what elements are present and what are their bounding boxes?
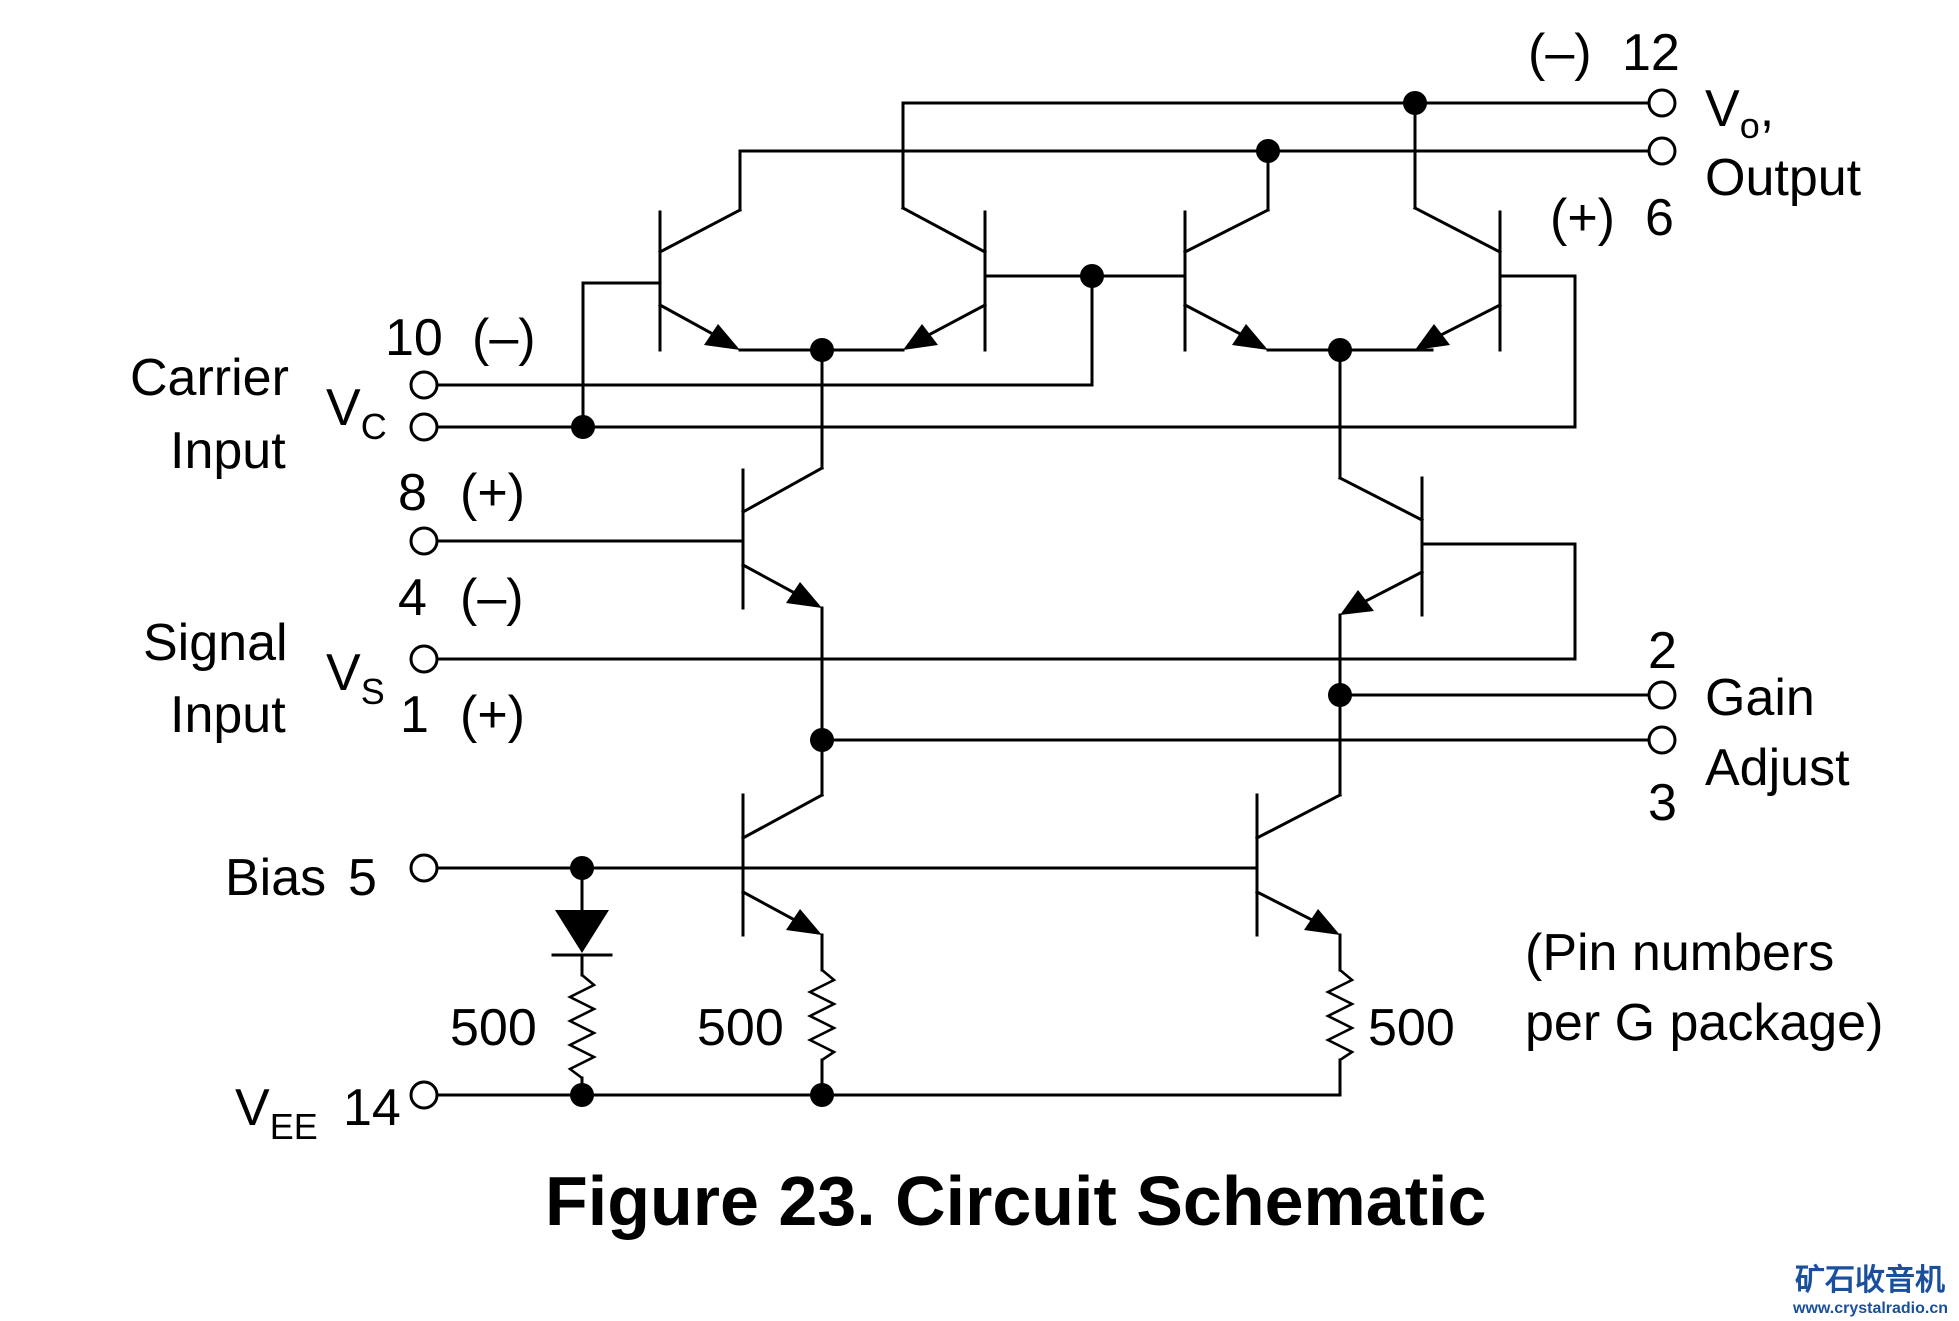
vc-label: VC (326, 379, 387, 447)
pin-5-number: 5 (348, 849, 377, 907)
wires (436, 101, 1650, 1097)
pin-note-line-1: (Pin numbers (1525, 924, 1834, 982)
pin-8-polarity: (+) (460, 464, 525, 522)
transistor-q8 (1254, 792, 1343, 937)
vo-label: Vo, (1705, 80, 1774, 146)
bias-label: Bias (225, 849, 326, 907)
pin-3-number: 3 (1648, 774, 1677, 832)
pin-4-terminal (409, 644, 439, 674)
resistor-r2 (807, 969, 837, 1062)
watermark-chinese: 矿石收音机 (1795, 1263, 1945, 1298)
diode (551, 910, 613, 957)
resistor-r1-value: 500 (450, 999, 537, 1057)
pin-14-terminal (409, 1080, 439, 1110)
pin-8-signal-terminal (409, 526, 439, 556)
pin-terminals (409, 88, 1677, 1110)
pin-10-polarity: (–) (472, 309, 536, 367)
signal-label: Signal (143, 614, 288, 672)
figure-caption: Figure 23. Circuit Schematic (545, 1162, 1486, 1240)
gain-label: Gain (1705, 669, 1815, 727)
transistor-q4 (1412, 205, 1503, 352)
resistor-r3 (1325, 969, 1355, 1062)
labels: (–) 12 Vo, Output (+) 6 10 (–) Carrier I… (130, 24, 1883, 1147)
pin-12-number: 12 (1622, 24, 1680, 82)
transistor-q7 (740, 792, 825, 937)
carrier-label: Carrier (130, 349, 289, 407)
pin-1-number: 1 (400, 686, 429, 744)
pin-6-polarity: (+) (1550, 189, 1615, 247)
pin-14-number: 14 (343, 1079, 401, 1137)
resistor-r2-value: 500 (697, 999, 784, 1057)
pin-6-terminal (1647, 136, 1677, 166)
pin-8-number: 8 (398, 464, 427, 522)
pin-5-terminal (409, 853, 439, 883)
pin-4-number: 4 (398, 569, 427, 627)
pin-8-carrier-terminal (409, 412, 439, 442)
pin-note-line-2: per G package) (1525, 994, 1883, 1052)
watermark: 矿石收音机 www.crystalradio.cn (1792, 1263, 1948, 1317)
pin-2-number: 2 (1648, 622, 1677, 680)
transistor-q1 (657, 207, 743, 352)
output-label: Output (1705, 149, 1862, 207)
resistor-r1 (567, 974, 597, 1080)
pin-2-terminal (1647, 680, 1677, 710)
pin-12-terminal (1647, 88, 1677, 118)
signal-input-label: Input (170, 686, 286, 744)
resistor-r3-value: 500 (1368, 999, 1455, 1057)
transistor-q3 (1182, 207, 1271, 352)
pin-10-terminal (409, 370, 439, 400)
adjust-label: Adjust (1705, 739, 1850, 797)
pin-3-terminal (1647, 725, 1677, 755)
transistor-q2 (900, 205, 988, 352)
transistor-q5 (740, 465, 825, 610)
junction-dots (570, 91, 1427, 1107)
pin-1-polarity: (+) (460, 686, 525, 744)
pin-4-polarity: (–) (460, 569, 524, 627)
carrier-input-label: Input (170, 422, 286, 480)
vs-label: VS (326, 644, 385, 712)
transistor-q6 (1337, 475, 1425, 617)
pin-12-polarity: (–) (1528, 24, 1592, 82)
vee-label: VEE (235, 1079, 318, 1147)
pin-6-number: 6 (1645, 189, 1674, 247)
pin-10-number: 10 (385, 309, 443, 367)
watermark-url: www.crystalradio.cn (1792, 1300, 1948, 1317)
